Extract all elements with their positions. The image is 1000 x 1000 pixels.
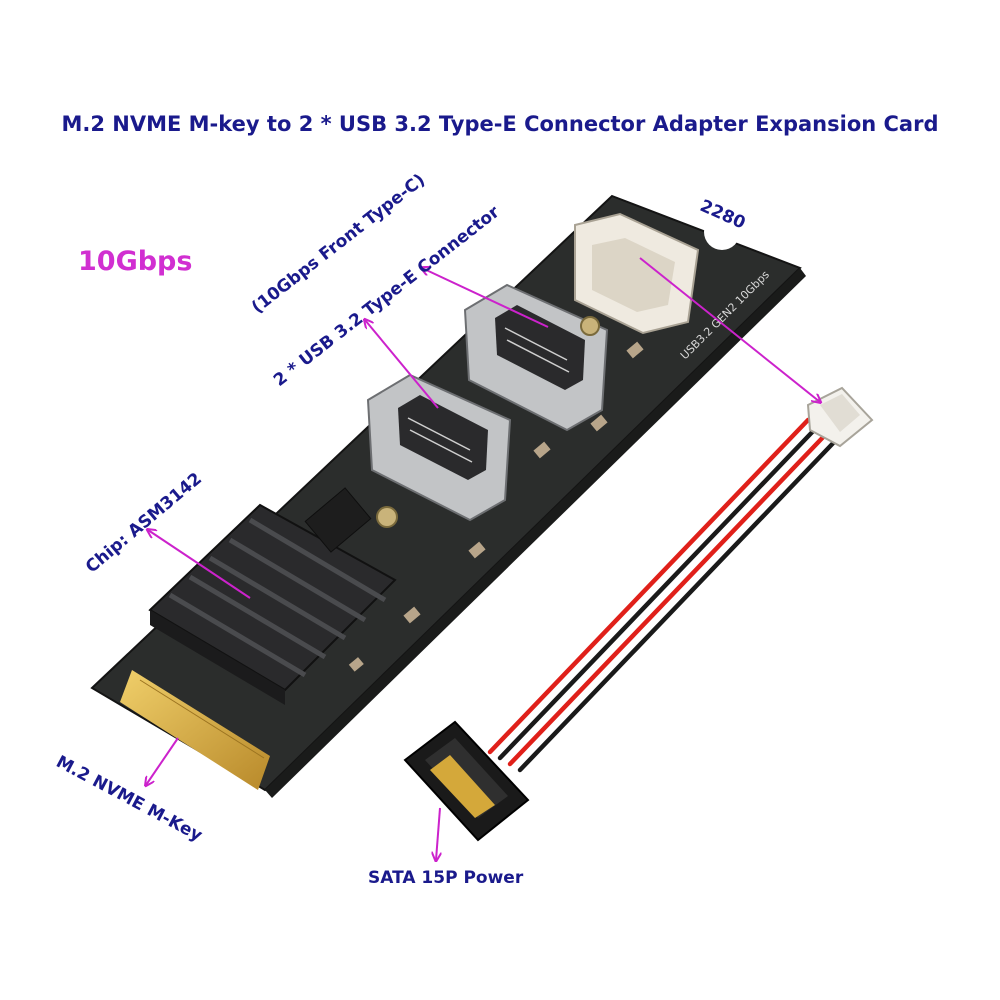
mounting-notch [704, 214, 740, 250]
sata-connector [403, 720, 530, 842]
usb-type-e-connector [463, 283, 609, 432]
screw-mount [376, 506, 398, 528]
callout-arrows [146, 257, 820, 860]
controller-chip [304, 487, 372, 553]
cable-plug [806, 386, 874, 448]
usb-type-e-connector [366, 373, 512, 522]
screw-mount [580, 316, 600, 336]
power-callout: SATA 15P Power [368, 868, 524, 888]
smd-components [348, 341, 644, 672]
heatsink [148, 503, 397, 705]
speed-badge: 10Gbps [78, 246, 193, 277]
power-cable [487, 417, 841, 773]
power-header [574, 212, 700, 335]
product-title: M.2 NVME M-key to 2 * USB 3.2 Type-E Con… [61, 112, 939, 136]
gold-edge-contacts [120, 670, 270, 790]
